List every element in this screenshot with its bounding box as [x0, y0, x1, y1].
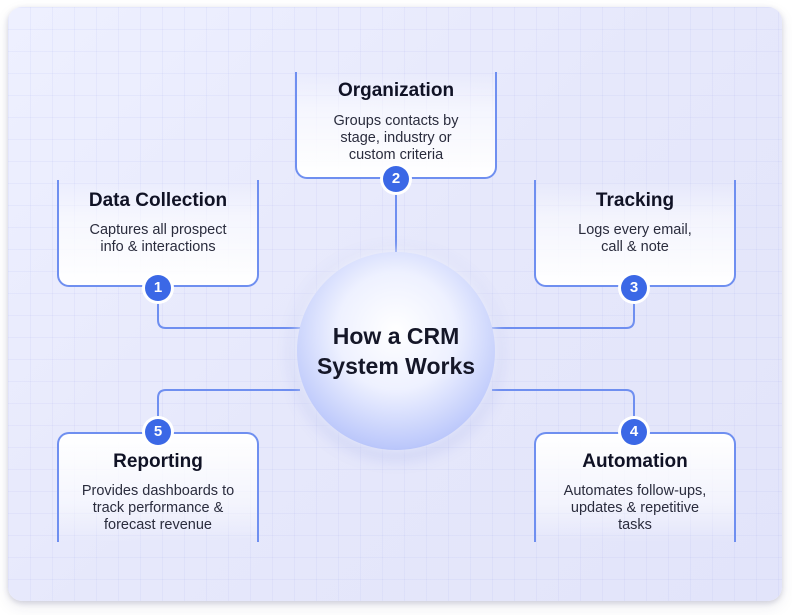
step-description: Automates follow-ups, updates & repetiti…	[563, 483, 707, 533]
step-box-tracking: Tracking Logs every email, call & note	[534, 180, 736, 287]
step-title: Organization	[337, 80, 455, 101]
step-description: Captures all prospect info & interaction…	[89, 222, 227, 255]
step-box-reporting: Reporting Provides dashboards to track p…	[57, 432, 259, 542]
connector-reporting	[157, 389, 300, 420]
step-description: Provides dashboards to track performance…	[81, 483, 235, 533]
step-description: Logs every email, call & note	[578, 222, 692, 255]
hub-circle: How a CRM System Works	[297, 252, 495, 450]
step-box-organization: Organization Groups contacts by stage, i…	[295, 72, 497, 179]
step-number-badge: 2	[383, 166, 409, 192]
step-number-badge: 3	[621, 275, 647, 301]
step-number-badge: 5	[145, 419, 171, 445]
step-title: Reporting	[113, 451, 203, 472]
step-number-badge: 4	[621, 419, 647, 445]
step-title: Automation	[582, 451, 688, 472]
connector-tracking	[492, 300, 635, 329]
step-description: Groups contacts by stage, industry or cu…	[333, 113, 459, 163]
hub-title: How a CRM System Works	[316, 323, 476, 379]
step-title: Data Collection	[88, 190, 228, 211]
step-box-data-collection: Data Collection Captures all prospect in…	[57, 180, 259, 287]
step-title: Tracking	[595, 190, 675, 211]
step-box-automation: Automation Automates follow-ups, updates…	[534, 432, 736, 542]
connector-automation	[492, 389, 635, 420]
connector-data-collection	[157, 300, 300, 329]
step-number-badge: 1	[145, 275, 171, 301]
